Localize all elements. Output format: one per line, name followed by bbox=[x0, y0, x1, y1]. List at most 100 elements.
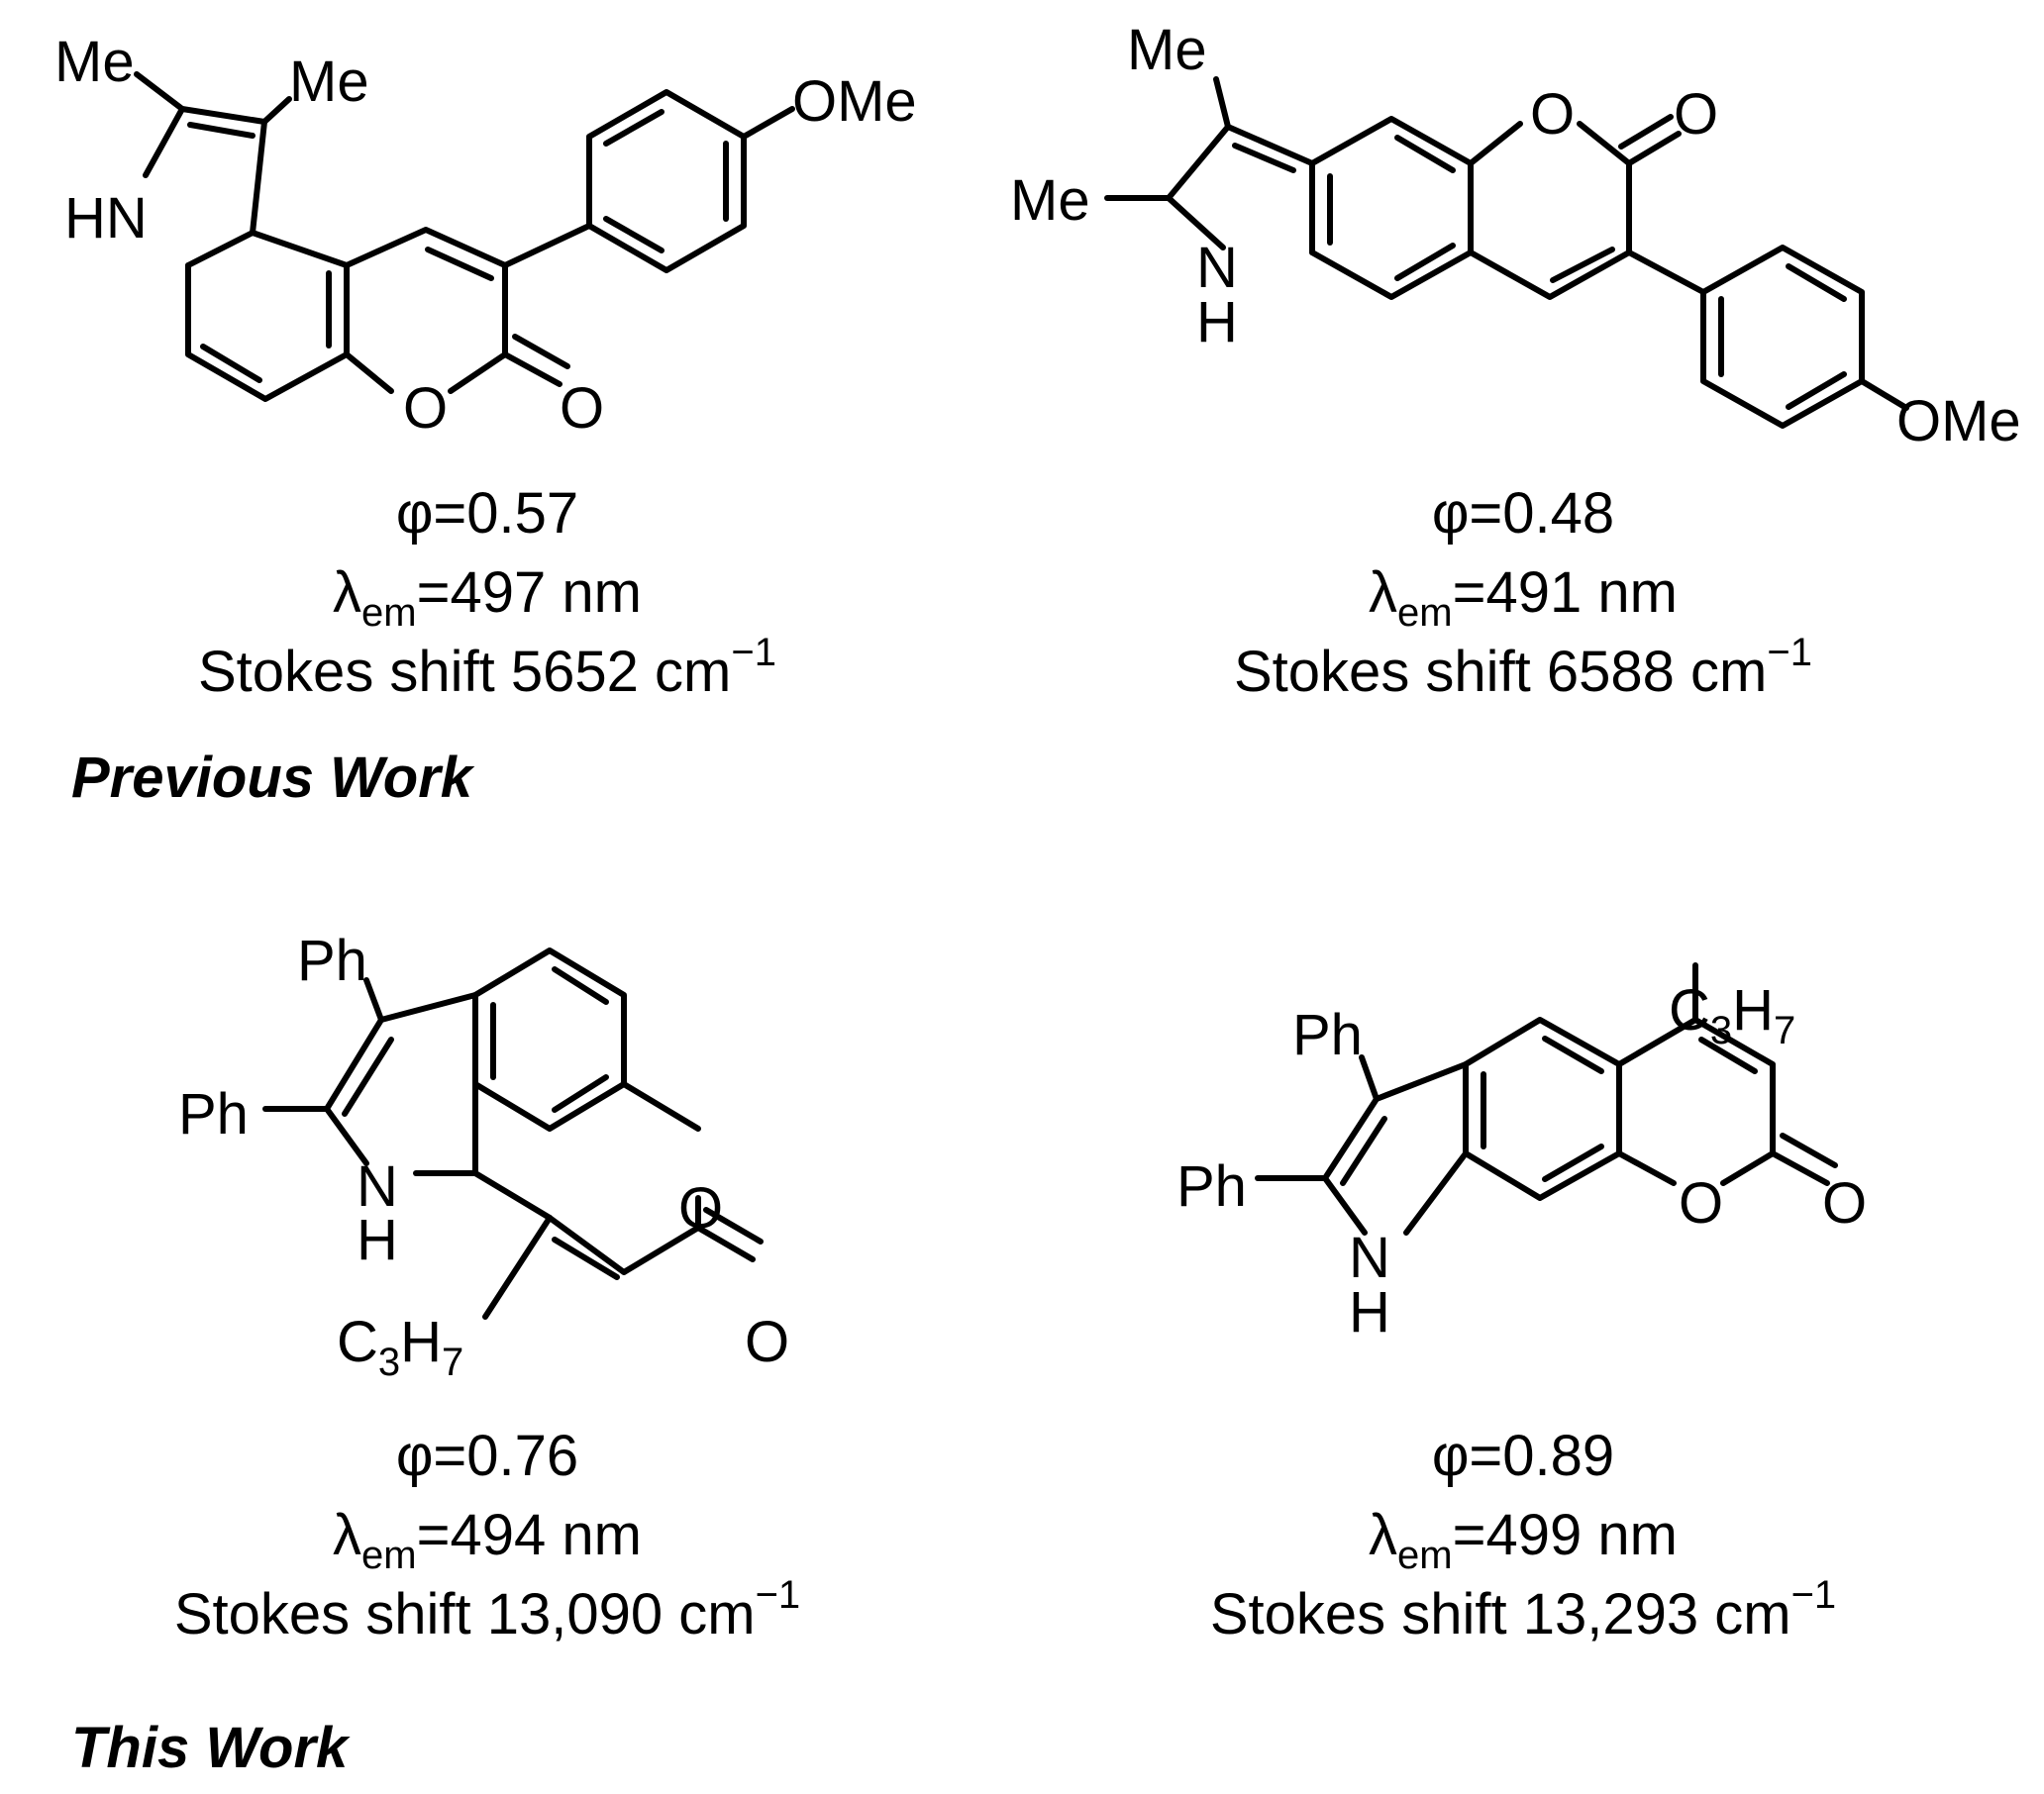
structure-2-methyl-label: Me bbox=[1127, 18, 1207, 82]
structure-2-aryl-double-b bbox=[1786, 371, 1847, 410]
structure-3: Ph Ph N H O O C3H7 bbox=[178, 929, 789, 1384]
structure-4-ph-label: Ph bbox=[1292, 1003, 1363, 1067]
structure-4-pyranone-double bbox=[1698, 1037, 1758, 1074]
structure-2-ring-o-label: O bbox=[1530, 82, 1575, 147]
structure-3-benzene-bonds bbox=[472, 947, 627, 1132]
structure-2-methyl-label: Me bbox=[1010, 168, 1090, 233]
structure-4-benzene-double-b bbox=[1542, 1036, 1604, 1074]
emission-wavelength: λem=494 nm bbox=[333, 1503, 642, 1577]
structure-1-ome-bond bbox=[741, 106, 795, 140]
structure-2-pyranone-bonds bbox=[1468, 121, 1632, 300]
structure-1-pyranone-double bbox=[425, 247, 494, 281]
structure-1-ring-o-label: O bbox=[403, 376, 448, 441]
structure-4-benzene-double-c bbox=[1542, 1144, 1604, 1182]
stokes-shift: Stokes shift 13,293 cm−1 bbox=[1210, 1573, 1836, 1646]
structure-3-carbonyl-a bbox=[695, 1225, 756, 1262]
structure-4-ring-o-label: O bbox=[1679, 1171, 1723, 1236]
structure-4-ph-label: Ph bbox=[1176, 1154, 1247, 1219]
properties-3: φ=0.76 λem=494 nm Stokes shift 13,090 cm… bbox=[174, 1424, 800, 1646]
structure-4-nh-h-label: H bbox=[1349, 1280, 1390, 1345]
structure-2-aryl-link bbox=[1626, 249, 1706, 295]
structure-2-ome-label: OMe bbox=[1896, 389, 2021, 453]
stokes-shift: Stokes shift 5652 cm−1 bbox=[198, 631, 776, 704]
structure-3-propyl-bond bbox=[482, 1215, 553, 1320]
structure-3-carbonyl-b bbox=[703, 1207, 764, 1245]
structure-4-n-bond bbox=[1403, 1150, 1469, 1236]
structure-4-carbonyl-o-label: O bbox=[1822, 1171, 1867, 1236]
structure-3-propyl-label: C3H7 bbox=[337, 1310, 463, 1384]
structure-1-ome-label: OMe bbox=[792, 69, 917, 134]
structure-3-nh-h-label: H bbox=[357, 1208, 398, 1272]
structure-2-n-label: N bbox=[1196, 236, 1238, 300]
structure-3-benzene-double-c bbox=[552, 1074, 609, 1113]
structure-2-carbonyl-o-label: O bbox=[1674, 82, 1718, 147]
properties-1: φ=0.57 λem=497 nm Stokes shift 5652 cm−1 bbox=[198, 481, 776, 704]
structure-2: Me Me N H O O OMe bbox=[1010, 18, 2021, 453]
structure-3-benzene-double-b bbox=[552, 966, 609, 1005]
structure-3-n-label: N bbox=[357, 1154, 398, 1219]
structure-1-benzene-double-a bbox=[200, 344, 262, 383]
structure-2-carbonyl-a bbox=[1626, 131, 1682, 166]
structure-1-benzene-bonds bbox=[185, 230, 350, 402]
structure-1: Me Me HN O O OMe bbox=[54, 30, 917, 441]
structure-1-pyrrole-double bbox=[187, 122, 256, 139]
structure-1-methyl-label: Me bbox=[289, 50, 369, 114]
properties-4: φ=0.89 λem=499 nm Stokes shift 13,293 cm… bbox=[1210, 1424, 1836, 1646]
stokes-shift: Stokes shift 13,090 cm−1 bbox=[174, 1573, 800, 1646]
structure-1-carbonyl-b bbox=[512, 334, 570, 369]
structure-3-ph-label: Ph bbox=[178, 1082, 249, 1146]
quantum-yield: φ=0.57 bbox=[396, 481, 578, 546]
section-previous-work: Previous Work bbox=[71, 746, 475, 810]
structure-1-pyranone-bonds bbox=[344, 227, 508, 394]
structure-4-ph-bond-a bbox=[1359, 1054, 1380, 1102]
structure-4: Ph Ph N H O O C3H7 bbox=[1176, 962, 1867, 1345]
emission-wavelength: λem=497 nm bbox=[333, 560, 642, 635]
structure-3-ph-bond-a bbox=[363, 977, 384, 1023]
properties-2: φ=0.48 λem=491 nm Stokes shift 6588 cm−1 bbox=[1234, 481, 1812, 704]
structure-4-carbonyl-a bbox=[1770, 1150, 1830, 1186]
structure-4-pyranone-o-bond bbox=[1616, 1150, 1677, 1186]
emission-wavelength: λem=499 nm bbox=[1369, 1503, 1678, 1577]
structure-2-ome-bond bbox=[1859, 378, 1909, 411]
stokes-shift: Stokes shift 6588 cm−1 bbox=[1234, 631, 1812, 704]
structure-3-fused-bond bbox=[472, 1081, 553, 1221]
structure-1-methyl-bond-b bbox=[261, 96, 292, 125]
structure-1-methyl-bond-a bbox=[134, 71, 185, 112]
structure-3-carbonyl-o-label: O bbox=[745, 1310, 789, 1374]
structure-1-pyranone-o-bond bbox=[344, 351, 394, 394]
quantum-yield: φ=0.48 bbox=[1432, 481, 1614, 546]
structure-2-pyranone-double bbox=[1550, 247, 1615, 283]
structure-3-pyrrole-bonds bbox=[324, 992, 478, 1166]
structure-4-carbonyl-b bbox=[1780, 1133, 1838, 1168]
structure-2-pyranone-o-bond bbox=[1468, 121, 1523, 166]
structure-2-carbonyl-b bbox=[1618, 114, 1674, 150]
structure-2-pyrrole-double bbox=[1232, 143, 1296, 173]
structure-4-benzene-bonds bbox=[1463, 1017, 1622, 1201]
structure-3-pyranone-double bbox=[552, 1237, 620, 1280]
structure-1-methyl-label: Me bbox=[54, 30, 135, 94]
structure-2-nh-h-label: H bbox=[1196, 290, 1238, 354]
structure-2-benzene-double-b bbox=[1394, 135, 1456, 173]
structure-1-carbonyl-o-label: O bbox=[560, 376, 604, 441]
structure-2-aryl-double-a bbox=[1786, 263, 1847, 302]
structure-1-carbonyl-a bbox=[502, 351, 562, 387]
structure-4-pyranone-bonds bbox=[1616, 1017, 1776, 1186]
structure-3-pyranone-bonds bbox=[547, 1195, 701, 1275]
structure-4-pyrrole-double bbox=[1340, 1116, 1387, 1186]
structure-1-aryl-double-a bbox=[603, 109, 664, 147]
emission-wavelength: λem=491 nm bbox=[1369, 560, 1678, 635]
quantum-yield: φ=0.89 bbox=[1432, 1424, 1614, 1488]
structure-2-benzene-bonds bbox=[1309, 116, 1474, 300]
structure-2-aryl-ring bbox=[1700, 245, 1865, 429]
structure-3-ring-o-label: O bbox=[678, 1176, 723, 1241]
structure-2-methyl-bond-a bbox=[1213, 76, 1231, 130]
structure-1-aryl-ring bbox=[586, 89, 747, 273]
structure-3-ph-label: Ph bbox=[297, 929, 367, 993]
structure-3-pyranone-o-bond-a bbox=[621, 1081, 701, 1132]
section-this-work: This Work bbox=[71, 1716, 351, 1780]
structure-4-n-label: N bbox=[1349, 1226, 1390, 1290]
structure-1-aryl-link bbox=[502, 223, 592, 268]
structure-4-propyl-label: C3H7 bbox=[1669, 978, 1795, 1052]
